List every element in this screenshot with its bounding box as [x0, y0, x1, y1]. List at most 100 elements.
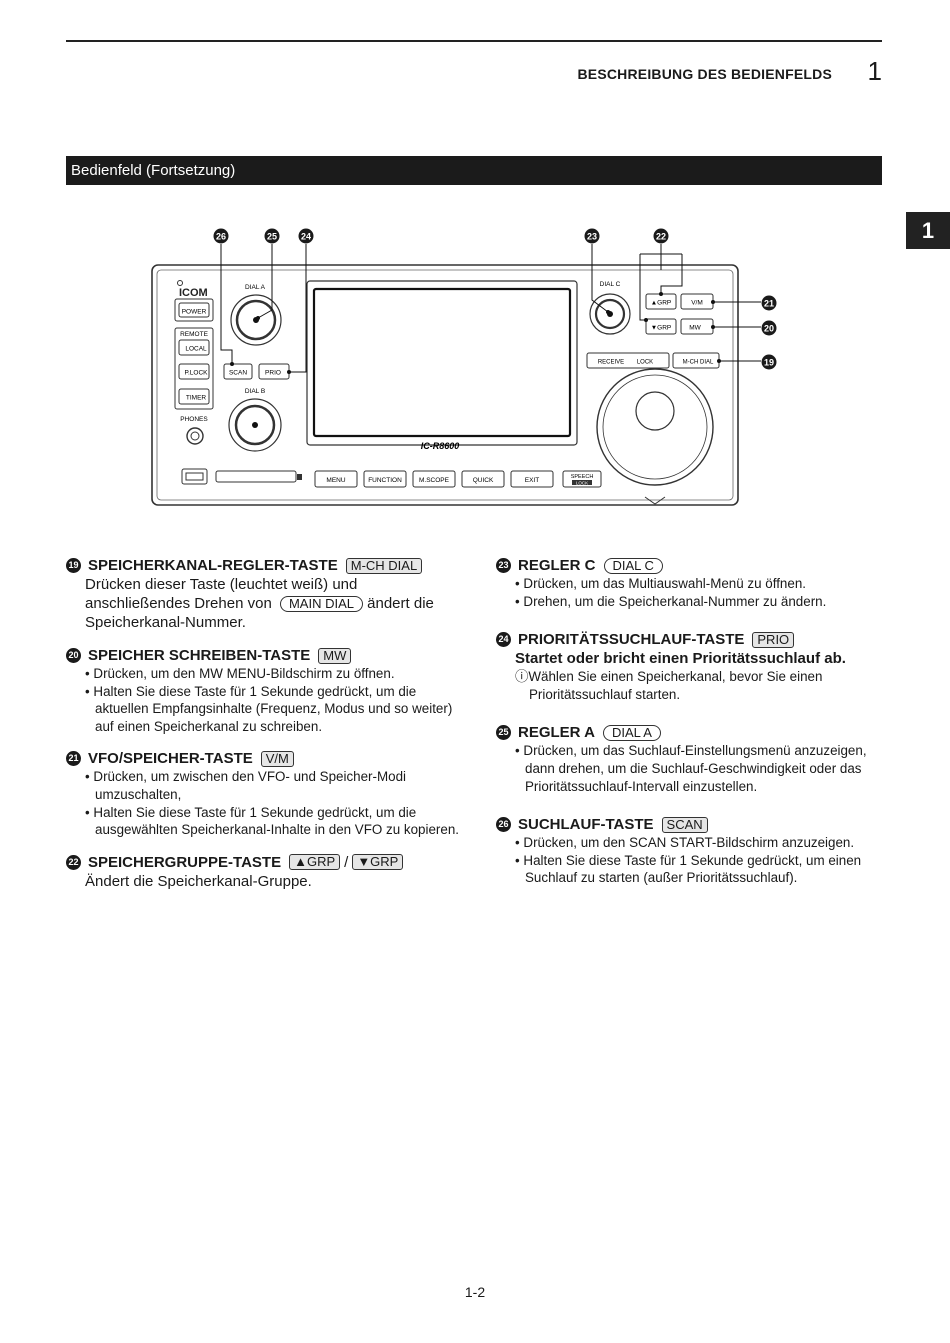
- svg-text:▲GRP: ▲GRP: [651, 300, 672, 307]
- callout-26: 26: [213, 228, 229, 244]
- dial-a-knob: [230, 294, 282, 346]
- item-23: 23 REGLER C DIAL C • Drücken, um das Mul…: [496, 556, 896, 610]
- svg-text:20: 20: [764, 324, 774, 334]
- item-title: REGLER A: [518, 724, 595, 742]
- item-description: Ändert die Speicherkanal-Gruppe.: [85, 872, 312, 890]
- section-title: Bedienfeld (Fortsetzung): [71, 162, 236, 179]
- page-number: 1-2: [464, 1284, 486, 1300]
- item-24: 24 PRIORITÄTSSUCHLAUF-TASTE PRIO Startet…: [496, 630, 896, 703]
- item-title: REGLER C: [518, 557, 596, 574]
- item-description: Drücken dieser Taste (leuchtet weiß) und…: [85, 576, 434, 631]
- svg-text:25: 25: [267, 232, 277, 242]
- item-25: 25 REGLER A DIAL A • Drücken, um das Suc…: [496, 723, 896, 795]
- key-label: DIAL C: [603, 557, 663, 574]
- item-number: 23: [496, 558, 511, 573]
- bullet: • Halten Sie diese Taste für 1 Sekunde g…: [85, 804, 460, 838]
- svg-text:EXIT: EXIT: [525, 477, 539, 484]
- key-label: MW: [318, 647, 352, 664]
- svg-text:SCAN: SCAN: [229, 370, 247, 377]
- item-19: 19 SPEICHERKANAL-REGLER-TASTE M-CH DIAL …: [66, 556, 466, 632]
- svg-text:▼GRP: ▼GRP: [651, 325, 672, 332]
- callout-25: 25: [264, 228, 280, 244]
- svg-text:PHONES: PHONES: [180, 416, 208, 423]
- model-label: IC-R8600: [421, 441, 460, 451]
- item-title: SPEICHER SCHREIBEN-TASTE: [88, 647, 311, 664]
- dial-c-knob: [589, 293, 631, 335]
- item-number: 24: [496, 632, 511, 648]
- bullet: • Drücken, um den MW MENU-Bildschirm zu …: [85, 666, 395, 681]
- phones-jack: [186, 427, 204, 445]
- callout-20: 20: [761, 320, 777, 336]
- bullet: • Drücken, um den SCAN START-Bildschirm …: [515, 835, 855, 851]
- header-title: BESCHREIBUNG DES BEDIENFELDS: [577, 66, 832, 82]
- timer-button: [178, 388, 210, 405]
- header-chapter-number: 1: [867, 56, 882, 86]
- svg-text:REMOTE: REMOTE: [180, 331, 208, 338]
- key-label: DIAL A: [602, 724, 661, 741]
- svg-text:V/M: V/M: [691, 300, 703, 307]
- chapter-side-tab: 1: [906, 212, 950, 249]
- key-label: ▼GRP: [352, 854, 404, 871]
- callout-24: 24: [298, 228, 314, 244]
- svg-text:MW: MW: [689, 325, 701, 332]
- key-label: PRIO: [752, 631, 795, 648]
- item-bullets: • Drücken, um das Suchlauf-Einstellungsm…: [496, 742, 885, 795]
- svg-text:DIAL B: DIAL B: [245, 388, 265, 395]
- section-title-bar: Bedienfeld (Fortsetzung): [66, 156, 882, 185]
- svg-text:26: 26: [216, 232, 226, 242]
- svg-text:21: 21: [764, 299, 774, 309]
- item-20: 20 SPEICHER SCHREIBEN-TASTE MW • Drücken…: [66, 646, 466, 735]
- item-bullets: • Drücken, um den SCAN START-Bildschirm …: [496, 834, 896, 887]
- mscope-button: [412, 470, 456, 488]
- key-separator: /: [344, 853, 349, 871]
- svg-text:P.LOCK: P.LOCK: [184, 370, 208, 377]
- svg-text:MENU: MENU: [326, 477, 345, 484]
- item-number: 20: [66, 648, 81, 663]
- svg-text:DIAL A: DIAL A: [245, 284, 266, 291]
- callout-23: 23: [584, 228, 600, 244]
- item-number: 22: [66, 854, 81, 870]
- item-title: VFO/SPEICHER-TASTE: [88, 750, 253, 768]
- menu-button: [314, 470, 358, 488]
- exit-button: [510, 470, 554, 488]
- item-number: 19: [66, 558, 81, 573]
- info-icon: ⓘ: [515, 669, 529, 685]
- svg-text:RECEIVE: RECEIVE: [598, 360, 624, 366]
- svg-text:DIAL C: DIAL C: [600, 281, 621, 288]
- power-button: [178, 302, 210, 318]
- item-21: 21 VFO/SPEICHER-TASTE V/M • Drücken, um …: [66, 749, 466, 838]
- svg-text:22: 22: [656, 232, 666, 242]
- main-dial-knob: [596, 368, 714, 486]
- item-title: SUCHLAUF-TASTE: [518, 816, 654, 834]
- key-label: V/M: [260, 750, 294, 767]
- item-26: 26 SUCHLAUF-TASTE SCAN • Drücken, um den…: [496, 815, 896, 887]
- display-screen: [312, 287, 572, 438]
- brand-logo: ICOM: [179, 287, 208, 299]
- callout-21: 21: [761, 295, 777, 311]
- callout-22: 22: [653, 228, 669, 244]
- left-column: 19 SPEICHERKANAL-REGLER-TASTE M-CH DIAL …: [66, 556, 466, 905]
- key-label: MAIN DIAL: [279, 596, 363, 612]
- svg-text:SPEECH: SPEECH: [571, 474, 594, 480]
- svg-text:M.SCOPE: M.SCOPE: [419, 477, 450, 484]
- item-bullets: • Drücken, um das Multiauswahl-Menü zu ö…: [496, 575, 896, 610]
- svg-text:24: 24: [301, 232, 311, 242]
- svg-text:LOCAL: LOCAL: [185, 346, 207, 353]
- speech-button: [562, 470, 602, 488]
- item-bullets: • Drücken, um zwischen den VFO- und Spei…: [66, 768, 466, 838]
- bullet: • Halten Sie diese Taste für 1 Sekunde g…: [85, 683, 453, 734]
- local-button: [178, 339, 210, 356]
- svg-text:TIMER: TIMER: [186, 395, 207, 402]
- top-rule: [66, 40, 882, 42]
- front-panel-diagram: 26 25 24 23 22 21 20 19 ICOM POWER REMOT…: [151, 228, 777, 506]
- svg-text:19: 19: [764, 358, 774, 368]
- key-label: M-CH DIAL: [345, 557, 423, 574]
- right-column: 23 REGLER C DIAL C • Drücken, um das Mul…: [496, 556, 896, 901]
- quick-button: [461, 470, 505, 488]
- dial-b-knob: [228, 398, 282, 452]
- plock-button: [178, 363, 210, 380]
- item-number: 21: [66, 751, 81, 767]
- svg-text:LOCK: LOCK: [576, 481, 588, 486]
- item-title: SPEICHERGRUPPE-TASTE: [88, 853, 282, 871]
- item-title: SPEICHERKANAL-REGLER-TASTE: [88, 557, 338, 574]
